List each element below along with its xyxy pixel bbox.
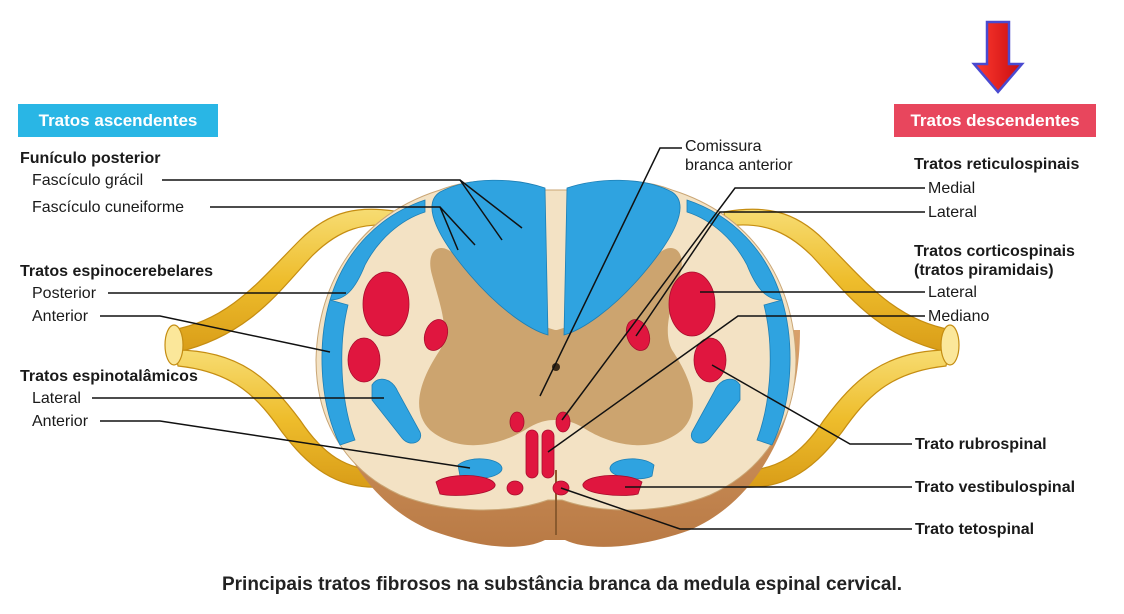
rubrospinal-right xyxy=(693,337,727,383)
corticospinal-lateral-right xyxy=(668,271,716,337)
label-commissure-line2: branca anterior xyxy=(685,157,793,174)
label-reticulospinal-medial: Medial xyxy=(928,180,976,197)
reticulospinal-medial-right xyxy=(555,411,571,433)
spinocerebellar-posterior-right xyxy=(686,199,783,301)
label-corticospinal-median: Mediano xyxy=(928,308,990,325)
vestibulospinal-left xyxy=(435,475,496,496)
label-posterior-funiculus: Funículo posterior xyxy=(20,150,161,167)
corticospinal-lateral-left xyxy=(362,271,410,337)
label-pyramidal-tracts: (tratos piramidais) xyxy=(914,262,1054,279)
descending-tracts-badge: Tratos descendentes xyxy=(894,104,1096,137)
posterior-funiculus-right xyxy=(563,179,681,336)
spinocerebellar-anterior-right xyxy=(756,299,791,446)
label-tectospinal-tract: Trato tetospinal xyxy=(915,521,1035,538)
ascending-tracts xyxy=(321,179,791,480)
label-corticospinal-lateral: Lateral xyxy=(928,284,977,301)
ascending-tracts-badge: Tratos ascendentes xyxy=(18,104,218,137)
spinocerebellar-posterior-left xyxy=(329,199,426,301)
leader-lines xyxy=(92,147,925,530)
spinothalamic-lateral-left xyxy=(371,378,422,444)
vestibulospinal-right xyxy=(582,475,643,496)
label-spinocerebellar-posterior: Posterior xyxy=(32,285,97,302)
label-reticulospinal-lateral: Lateral xyxy=(928,204,977,221)
label-gracile-fasciculus: Fascículo grácil xyxy=(32,172,144,189)
spinothalamic-anterior-right xyxy=(609,458,655,480)
reticulospinal-medial-left xyxy=(509,411,525,433)
figure-caption: Principais tratos fibrosos na substância… xyxy=(221,574,903,595)
descending-tracts xyxy=(347,271,727,496)
label-cuneate-fasciculus: Fascículo cuneiforme xyxy=(32,199,185,216)
corticospinal-median-left xyxy=(525,429,539,479)
descending-arrow-icon xyxy=(971,20,1025,94)
rubrospinal-left xyxy=(347,337,381,383)
spinocerebellar-anterior-left xyxy=(321,299,356,446)
label-spinocerebellar-anterior: Anterior xyxy=(32,308,89,325)
corticospinal-median-right xyxy=(541,429,555,479)
label-spinothalamic-anterior: Anterior xyxy=(32,413,89,430)
grey-matter xyxy=(419,247,693,446)
tectospinal-left xyxy=(506,480,524,496)
reticulospinal-lateral-left xyxy=(423,319,449,351)
label-vestibulospinal-tract: Trato vestibulospinal xyxy=(915,479,1076,496)
label-spinothalamic-lateral: Lateral xyxy=(32,390,81,407)
spinothalamic-lateral-right xyxy=(690,378,741,444)
label-spinocerebellar-tracts: Tratos espinocerebelares xyxy=(20,263,213,280)
central-canal xyxy=(552,363,560,371)
label-reticulospinal-tracts: Tratos reticulospinais xyxy=(914,156,1080,173)
label-corticospinal-tracts: Tratos corticospinais xyxy=(914,243,1075,260)
label-spinothalamic-tracts: Tratos espinotalâmicos xyxy=(20,368,198,385)
posterior-funiculus-left xyxy=(431,179,549,336)
reticulospinal-lateral-right xyxy=(625,319,651,351)
label-commissure-line1: Comissura xyxy=(685,138,762,155)
label-rubrospinal-tract: Trato rubrospinal xyxy=(915,436,1047,453)
